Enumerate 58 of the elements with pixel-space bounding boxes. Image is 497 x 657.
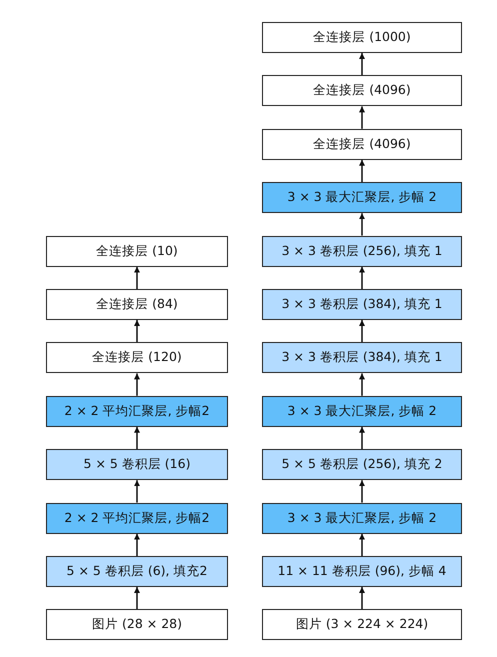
layer-box (262, 396, 462, 427)
layer-box (262, 449, 462, 480)
layer-label: 全连接层 (120) (92, 349, 182, 366)
layer-box (262, 182, 462, 214)
layer-box (262, 342, 462, 374)
layer-label: 5 × 5 卷积层 (256), 填充 2 (282, 456, 442, 474)
arrow (134, 534, 140, 556)
arrow (359, 266, 365, 289)
layer-label: 3 × 3 最大汇聚层, 步幅 2 (287, 510, 437, 527)
arrow (359, 160, 365, 182)
layer-label: 全连接层 (1000) (313, 29, 411, 46)
layer-label: 3 × 3 卷积层 (256), 填充 1 (282, 242, 442, 260)
layer-label: 3 × 3 最大汇聚层, 步幅 2 (287, 189, 437, 206)
layer-label: 2 × 2 平均汇聚层, 步幅2 (64, 402, 210, 420)
layer-label: 5 × 5 卷积层 (6), 填充2 (66, 563, 208, 580)
layer-box (46, 556, 228, 587)
layer-box (46, 289, 228, 320)
arrow (134, 480, 140, 503)
layer-box (262, 75, 462, 106)
arrow (359, 426, 365, 450)
layer-label: 3 × 3 卷积层 (384), 填充 1 (282, 349, 442, 366)
arrow (359, 534, 365, 556)
arrow (134, 320, 140, 342)
arrow (134, 426, 140, 450)
layer-label: 图片 (3 × 224 × 224) (296, 616, 428, 634)
layer-box (262, 502, 462, 534)
layer-label: 图片 (28 × 28) (92, 616, 182, 634)
layer-box (46, 609, 228, 640)
layer-box (46, 342, 228, 374)
layer-box (262, 128, 462, 160)
layer-label: 5 × 5 卷积层 (16) (84, 456, 190, 474)
arrow (359, 320, 365, 342)
layer-box (262, 236, 462, 267)
arrow (134, 266, 140, 289)
layer-box (262, 289, 462, 320)
arrow (359, 213, 365, 236)
layer-label: 3 × 3 最大汇聚层, 步幅 2 (287, 402, 437, 420)
layer-label: 全连接层 (4096) (313, 136, 411, 153)
layer-box (46, 449, 228, 480)
layer-box (46, 502, 228, 534)
layer-label: 3 × 3 卷积层 (384), 填充 1 (282, 296, 442, 313)
arrow (134, 587, 140, 610)
layer-label: 全连接层 (84) (96, 296, 178, 313)
layer-label: 全连接层 (4096) (313, 82, 411, 100)
layer-label: 11 × 11 卷积层 (96), 步幅 4 (278, 563, 446, 580)
layer-box (262, 22, 462, 53)
arrow (359, 480, 365, 503)
arrow (359, 587, 365, 610)
layer-box (262, 556, 462, 587)
layer-label: 2 × 2 平均汇聚层, 步幅2 (64, 510, 210, 527)
arrow (359, 373, 365, 396)
arrow (359, 106, 365, 129)
layer-box (46, 396, 228, 427)
arrow (359, 53, 365, 76)
layer-box (46, 236, 228, 267)
layer-box (262, 609, 462, 640)
arrow (134, 373, 140, 396)
layer-label: 全连接层 (10) (96, 242, 178, 260)
